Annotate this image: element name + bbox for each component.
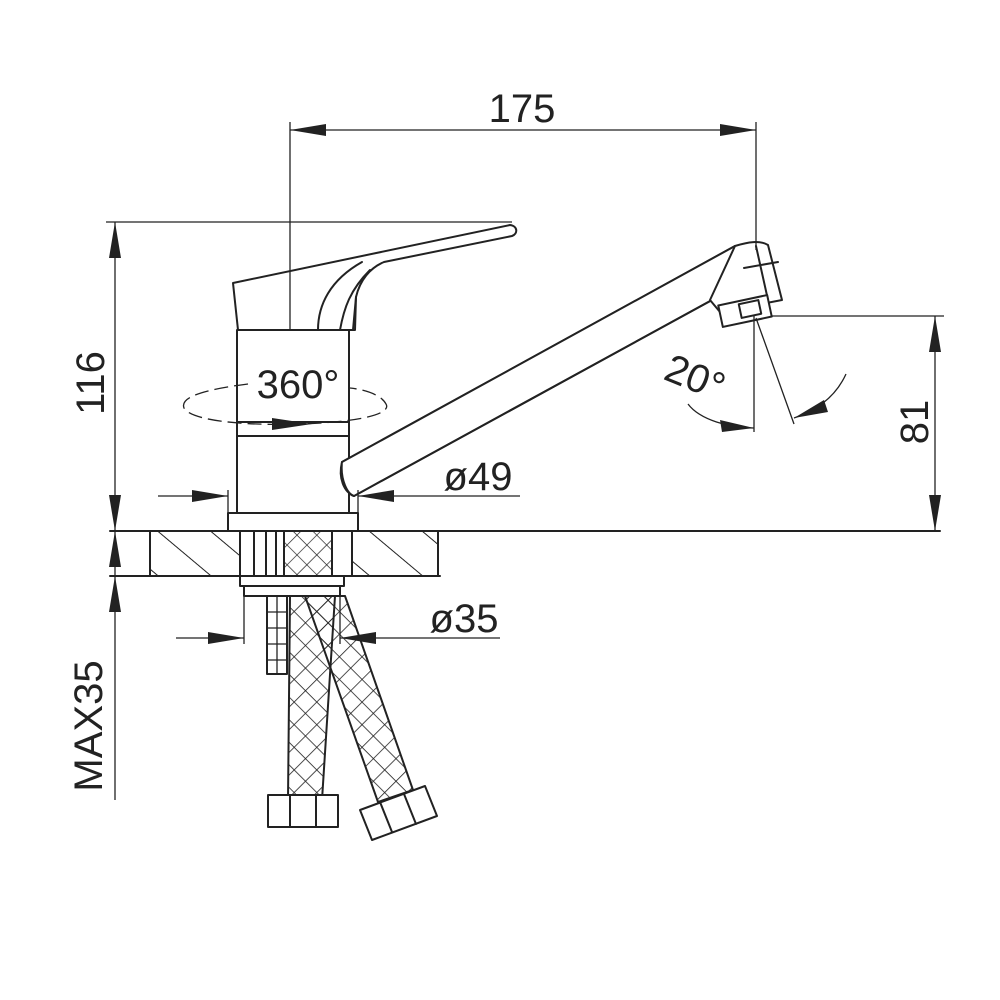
dimension-spout-height: 81: [772, 315, 944, 531]
dimension-max-counter-thickness: MAX35: [67, 531, 121, 800]
shank-diameter-label: ø35: [430, 597, 499, 641]
mounting-shank: [239, 530, 353, 675]
hose-nut-left: [267, 794, 339, 828]
spout-reach-label: 175: [489, 87, 556, 131]
spout-tilt-label: 20°: [659, 346, 732, 409]
dimension-spout-tilt: 20°: [659, 316, 847, 432]
handle-rotation-label: 360°: [257, 363, 340, 407]
dimension-shank-diameter: ø35: [176, 596, 500, 644]
spout-height-label: 81: [893, 400, 937, 445]
base-diameter-label: ø49: [444, 455, 513, 499]
hose-nut-right: [359, 785, 438, 841]
dimension-total-height: 116: [69, 221, 512, 531]
max-counter-thickness-label: MAX35: [67, 660, 111, 791]
countertop: [109, 530, 941, 577]
dimension-spout-reach: 175: [289, 87, 757, 330]
dimension-base-diameter: ø49: [158, 455, 520, 513]
supply-hoses: [267, 595, 438, 841]
rotation-indicator: 360°: [182, 360, 388, 430]
total-height-label: 116: [69, 351, 113, 415]
